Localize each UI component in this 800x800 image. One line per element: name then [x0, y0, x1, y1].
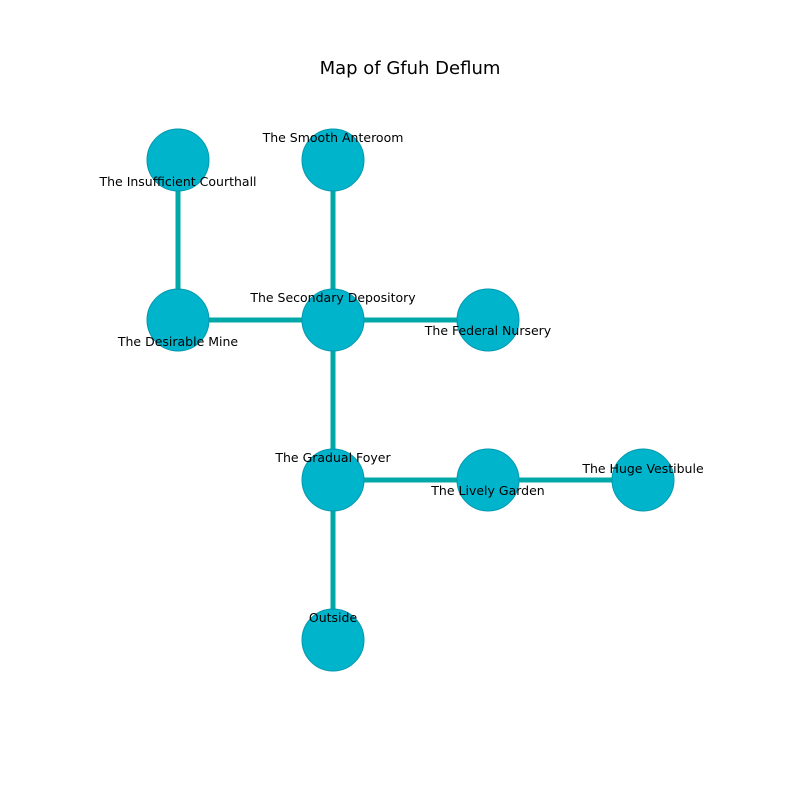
map-title: Map of Gfuh Deflum [320, 58, 501, 79]
room-node-huge-vestibule[interactable] [611, 448, 675, 512]
room-label-huge-vestibule: The Huge Vestibule [581, 461, 704, 476]
room-label-insufficient-courthall: The Insufficient Courthall [98, 174, 256, 189]
room-node-desirable-mine[interactable] [146, 288, 210, 352]
room-label-secondary-depository: The Secondary Depository [249, 290, 416, 305]
room-node-insufficient-courthall[interactable] [146, 128, 210, 192]
rooms-layer [146, 128, 675, 672]
room-labels-layer: The Insufficient Courthall The Smooth Ant… [98, 130, 703, 625]
room-label-desirable-mine: The Desirable Mine [117, 334, 239, 349]
room-node-outside[interactable] [301, 608, 365, 672]
room-label-outside: Outside [309, 610, 358, 625]
room-label-smooth-anteroom: The Smooth Anteroom [262, 130, 404, 145]
room-node-secondary-depository[interactable] [301, 288, 365, 352]
room-node-lively-garden[interactable] [456, 448, 520, 512]
room-node-federal-nursery[interactable] [456, 288, 520, 352]
room-label-gradual-foyer: The Gradual Foyer [274, 450, 391, 465]
room-label-federal-nursery: The Federal Nursery [424, 323, 552, 338]
room-label-lively-garden: The Lively Garden [430, 483, 544, 498]
room-node-smooth-anteroom[interactable] [301, 128, 365, 192]
room-node-gradual-foyer[interactable] [301, 448, 365, 512]
